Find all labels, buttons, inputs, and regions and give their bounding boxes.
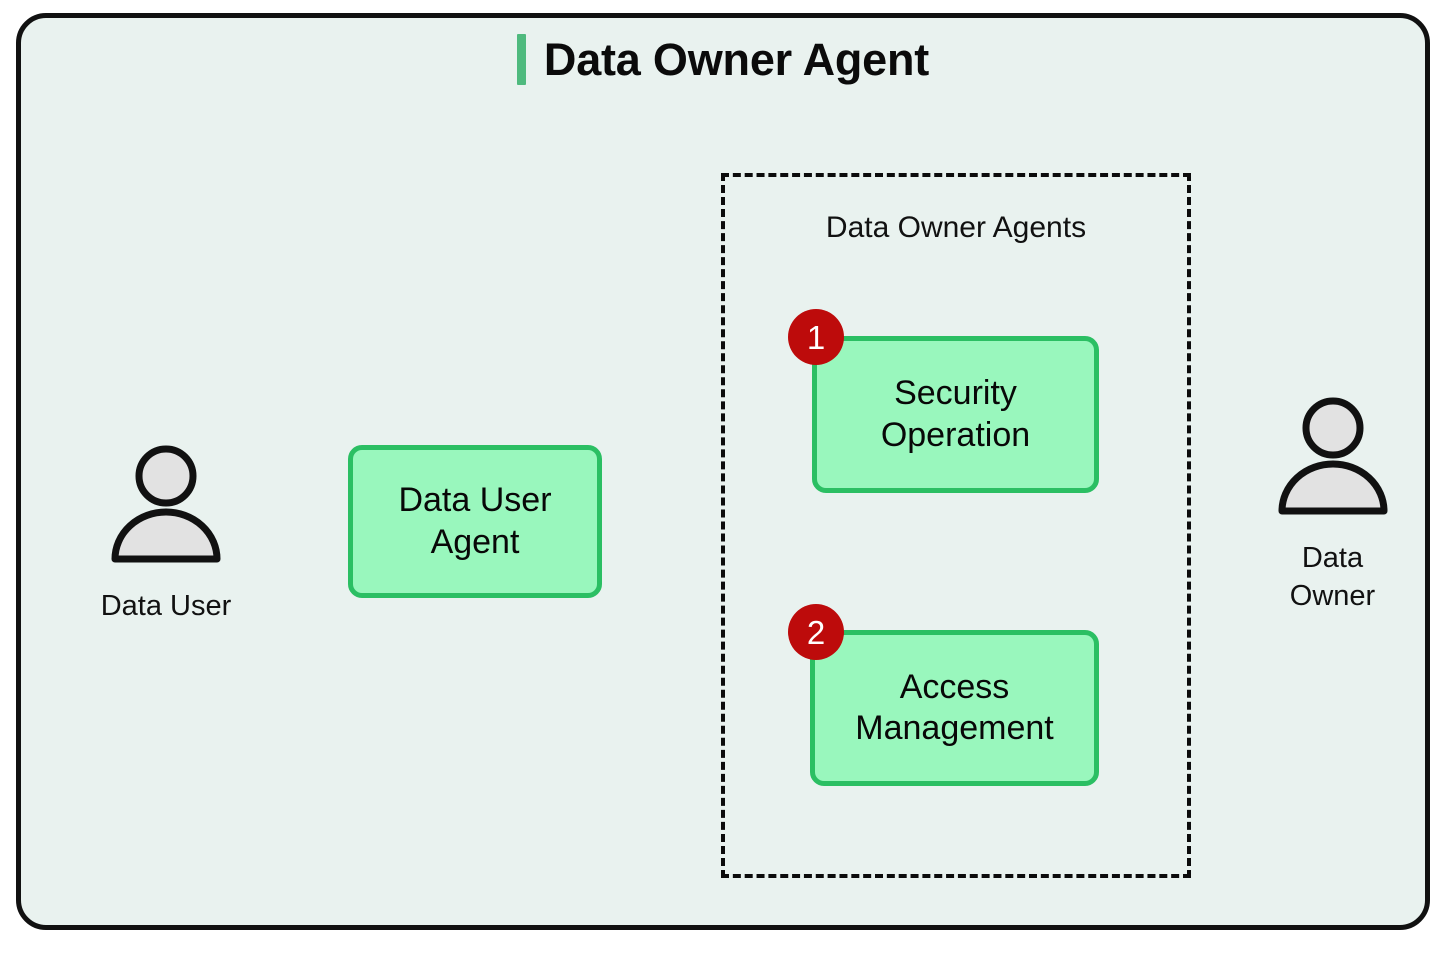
person-icon: [1278, 397, 1387, 515]
badge-access-management-number: 2: [806, 613, 826, 651]
box-access-management-label: Access Management: [855, 667, 1054, 747]
box-data-user-agent-label: Data User Agent: [398, 481, 552, 561]
actor-data-user: Data User: [61, 442, 271, 626]
person-icon: [111, 445, 221, 563]
page-title-text: Data Owner Agent: [543, 34, 930, 85]
box-access-management[interactable]: Access Management: [810, 630, 1099, 786]
title-accent-bar: [516, 34, 526, 85]
badge-access-management[interactable]: 2: [788, 604, 844, 660]
badge-security-operation-number: 1: [806, 318, 826, 356]
diagram-frame: Data Owner Agent Data User Data Owner Da…: [16, 13, 1430, 930]
box-data-user-agent[interactable]: Data User Agent: [348, 445, 602, 598]
actor-data-owner: Data Owner: [1225, 394, 1440, 615]
badge-security-operation[interactable]: 1: [788, 309, 844, 365]
actor-data-user-label: Data User: [100, 590, 232, 622]
box-security-operation-label: Security Operation: [880, 374, 1031, 454]
group-data-owner-agents: Data Owner Agents: [721, 173, 1191, 878]
box-security-operation[interactable]: Security Operation: [812, 336, 1099, 493]
actor-data-owner-label: Data Owner: [1289, 542, 1376, 612]
page-title: Data Owner Agent: [21, 34, 1425, 85]
group-data-owner-agents-label: Data Owner Agents: [825, 211, 1087, 244]
